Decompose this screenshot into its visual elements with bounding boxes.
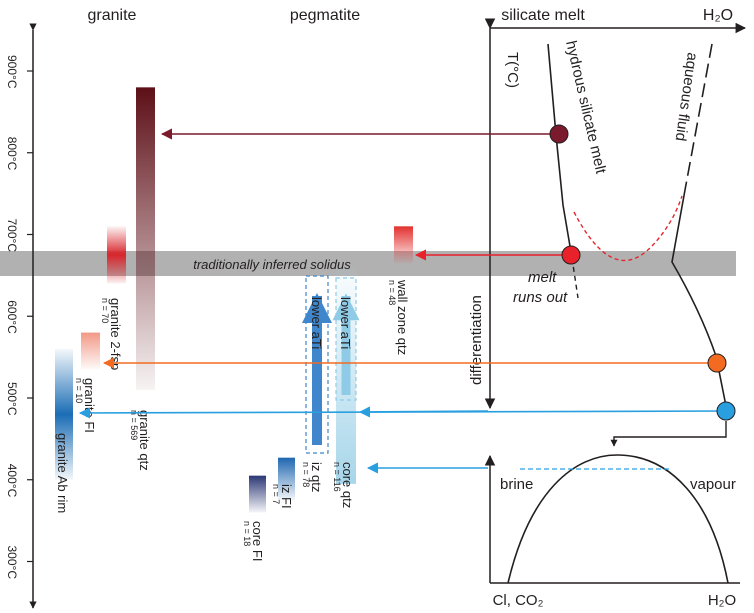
bar-label-granite-ab-rim: granite Ab rim <box>55 433 70 513</box>
dot-blue <box>716 401 736 421</box>
solvus-curve <box>507 454 729 584</box>
lower-ati-label-1: lower aTi <box>309 297 324 349</box>
hydrous-melt-label: hydrous silicate melt <box>562 39 609 176</box>
axis-tick-label: 300°C <box>5 546 19 580</box>
bar-granite-fi <box>81 332 100 370</box>
bar-n-granite-fi: n = 10 <box>74 378 84 403</box>
bar-n-core-fi: n = 18 <box>242 521 252 546</box>
bar-n-wall-zone-qtz: n = 48 <box>387 280 397 305</box>
axis-tick-label: 500°C <box>5 382 19 416</box>
axis-tick-label: 900°C <box>5 55 19 89</box>
melt-runs-out-2: runs out <box>513 289 568 306</box>
miscibility-dashed-curve <box>573 195 683 262</box>
bar-n-granite-2fsp: n = 70 <box>100 298 110 323</box>
bar-core-fi <box>249 475 266 513</box>
aqueous-fluid-dashed <box>684 43 713 191</box>
bar-n-iz-qtz: n = 78 <box>301 462 311 487</box>
iz-qtz-arrow <box>302 275 332 454</box>
axis-tick-label: 400°C <box>5 464 19 498</box>
melt-dashed-extension <box>571 257 579 299</box>
bar-label-granite-qtz: granite qtz <box>137 410 152 471</box>
bar-n-granite-qtz: n = 569 <box>129 410 139 440</box>
arrow-blue-2 <box>358 406 489 418</box>
bar-label-core-fi: core FI <box>250 521 265 561</box>
aqueous-fluid-curve <box>671 189 727 407</box>
axis-tick-label: 800°C <box>5 137 19 171</box>
connector-arrow <box>610 421 727 447</box>
dot-dark-red <box>549 124 569 144</box>
bar-label-iz-qtz: iz qtz <box>309 462 324 492</box>
bar-granite-qtz <box>136 87 155 390</box>
cl-co2-label: Cl, CO₂ <box>493 592 544 609</box>
bar-n-iz-fi: n = 7 <box>271 484 281 504</box>
hydrous-melt-curve <box>547 43 573 259</box>
header-granite: granite <box>88 7 137 24</box>
axis-tick-label: 700°C <box>5 219 19 253</box>
axis-ticks: 900°C 800°C 700°C 600°C 500°C 400°C 300°C <box>5 55 33 579</box>
bar-label-granite-fi: granite FI <box>82 378 97 433</box>
dot-red <box>561 245 581 265</box>
t-label: T(°C) <box>504 52 521 88</box>
header-silicate-melt: silicate melt <box>501 7 585 24</box>
brine-label: brine <box>500 476 533 493</box>
bar-label-wall-zone-qtz: wall zone qtz <box>395 279 410 355</box>
bar-label-core-qtz: core qtz <box>340 462 355 508</box>
bar-label-granite-2fsp: granite 2-fsp <box>108 298 123 370</box>
solidus-label: traditionally inferred solidus <box>193 257 351 272</box>
header-pegmatite: pegmatite <box>290 7 360 24</box>
bar-granite-ab-rim <box>55 348 73 480</box>
dot-orange <box>707 353 727 373</box>
bar-granite-2fsp <box>107 226 126 284</box>
bar-n-core-qtz: n = 116 <box>332 462 342 492</box>
differentiation-label: differentiation <box>468 295 485 385</box>
bar-wall-zone-qtz <box>394 226 413 264</box>
lower-ati-label-2: lower aTi <box>338 297 353 349</box>
core-qtz-arrow <box>332 277 360 401</box>
bar-iz-fi <box>278 457 295 501</box>
h2o-bottom-label: H₂O <box>708 592 736 609</box>
bar-label-iz-fi: iz FI <box>279 484 294 509</box>
axis-tick-label: 600°C <box>5 300 19 334</box>
melt-runs-out-1: melt <box>528 269 557 286</box>
vapour-label: vapour <box>690 476 736 493</box>
header-h2o: H₂O <box>703 7 733 24</box>
